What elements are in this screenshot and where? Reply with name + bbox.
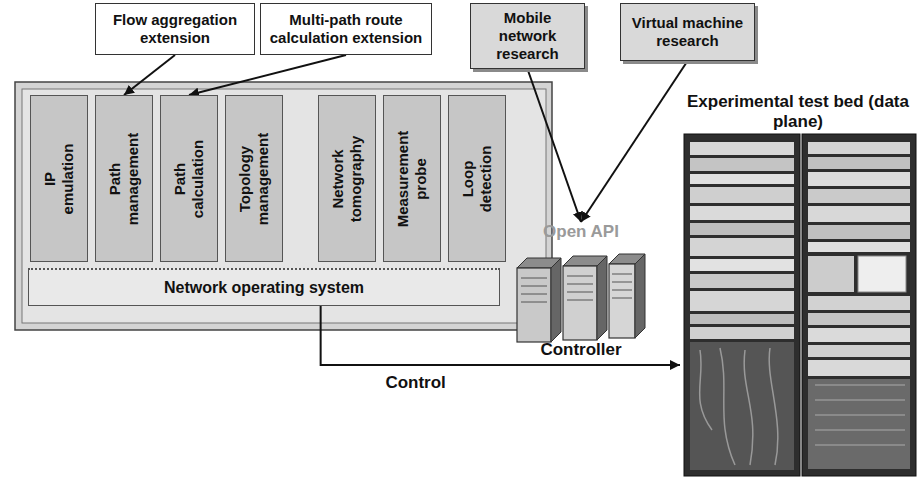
connector-arrow — [321, 306, 680, 365]
node-label: Network operating system — [164, 279, 364, 297]
server-racks — [684, 134, 916, 476]
research-box: Virtual machine research — [620, 3, 755, 61]
extension-box: Multi-path route calculation extension — [260, 3, 432, 55]
node-label: Mobile network research — [477, 9, 578, 63]
node-label: Topology management — [236, 123, 272, 235]
connector-arrow — [189, 55, 346, 95]
node-label: Path calculation — [171, 129, 207, 229]
controller-panel — [15, 82, 552, 330]
connector-arrow — [124, 55, 175, 95]
node-label: IP emulation — [41, 139, 77, 219]
module-box: Path calculation — [160, 95, 218, 262]
node-label: Path management — [106, 123, 142, 235]
server-towers — [517, 254, 645, 342]
node-label: Measurement probe — [394, 120, 430, 238]
node-label: Controller — [540, 340, 621, 360]
controller-group: Open API Controller — [512, 222, 650, 360]
module-box: Path management — [95, 95, 153, 262]
extension-box: Flow aggregation extension — [95, 3, 255, 55]
node-label: Open API — [543, 222, 619, 242]
node-label: Virtual machine research — [627, 14, 748, 50]
module-box: IP emulation — [30, 95, 88, 262]
research-box: Mobile network research — [470, 3, 585, 69]
module-box: Topology management — [225, 95, 283, 262]
module-box: Loop detection — [448, 95, 506, 262]
os-band: Network operating system — [28, 268, 500, 306]
node-label: Multi-path route calculation extension — [267, 11, 425, 47]
node-label: Flow aggregation extension — [102, 11, 248, 47]
connector-arrow — [581, 61, 688, 222]
connector-arrow — [528, 69, 582, 222]
module-box: Measurement probe — [383, 95, 441, 262]
node-label: Experimental test bed (data plane) — [680, 92, 916, 133]
testbed-group: Experimental test bed (data plane) — [680, 92, 916, 476]
module-box: Network tomography — [318, 95, 376, 262]
edge-label: Control — [383, 373, 447, 393]
node-label: Network tomography — [329, 123, 365, 235]
controller-panel-inner — [22, 89, 546, 323]
node-label: Loop detection — [459, 134, 495, 224]
